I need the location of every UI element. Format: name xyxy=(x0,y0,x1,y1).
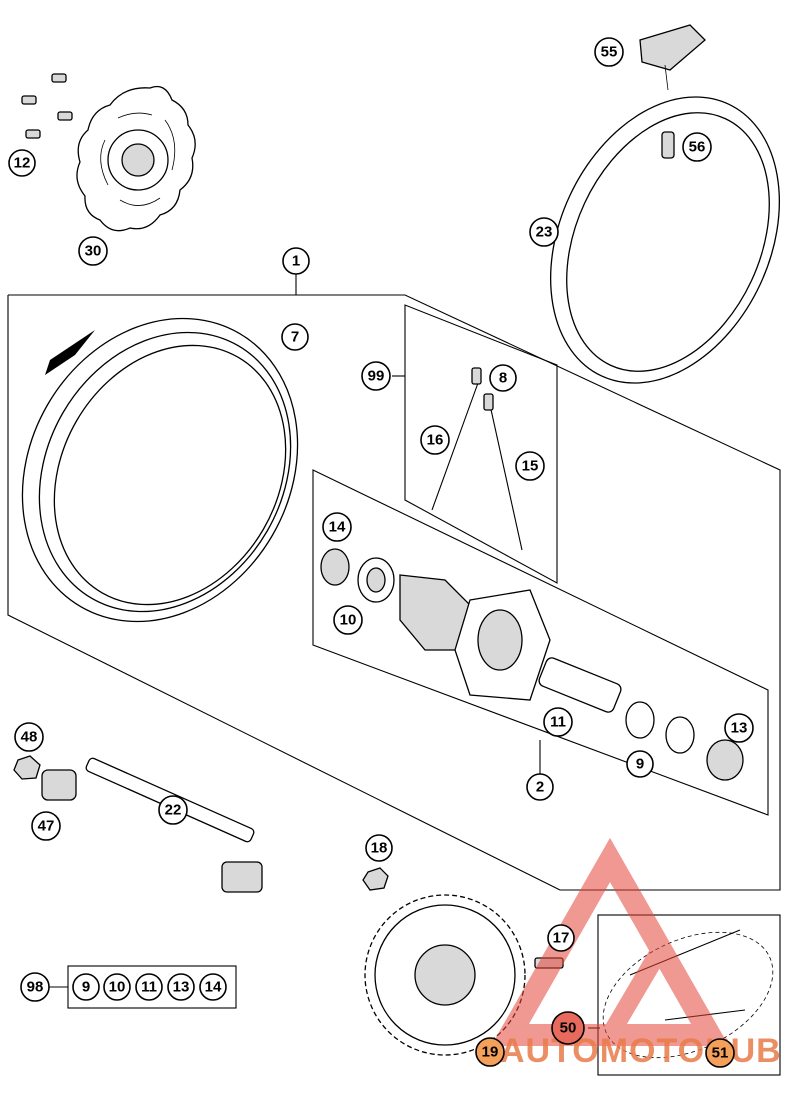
callout-7: 7 xyxy=(281,323,309,351)
svg-text:23: 23 xyxy=(536,224,553,241)
svg-text:48: 48 xyxy=(21,729,38,746)
rotation-arrow-icon xyxy=(45,330,95,375)
callout-1: 1 xyxy=(282,247,310,275)
spoke-kit-frame xyxy=(404,304,558,584)
svg-text:22: 22 xyxy=(165,802,182,819)
disc-bolts xyxy=(21,73,73,139)
callout-15: 15 xyxy=(515,451,545,481)
kit-item-14: 14 xyxy=(199,973,227,1001)
svg-text:2: 2 xyxy=(536,779,544,796)
svg-text:11: 11 xyxy=(550,714,566,731)
callout-2: 2 xyxy=(526,773,554,801)
assembly-frame-1 xyxy=(7,273,781,891)
svg-text:55: 55 xyxy=(601,44,618,61)
kit-item-10: 10 xyxy=(103,973,131,1001)
svg-text:51: 51 xyxy=(712,1045,729,1062)
svg-text:47: 47 xyxy=(38,818,55,835)
rear-sprocket xyxy=(364,894,526,1056)
callout-48: 48 xyxy=(14,722,44,752)
svg-text:16: 16 xyxy=(427,432,444,449)
callout-16: 16 xyxy=(420,425,450,455)
svg-text:14: 14 xyxy=(329,519,346,536)
sprocket-nut xyxy=(362,867,389,891)
kit-item-9: 9 xyxy=(72,973,100,1001)
callout-13: 13 xyxy=(724,713,754,743)
brake-disc xyxy=(76,85,196,232)
svg-text:56: 56 xyxy=(689,139,706,156)
svg-text:12: 12 xyxy=(14,155,31,172)
callout-11: 11 xyxy=(543,707,573,737)
svg-text:50: 50 xyxy=(560,1020,577,1037)
chain-adjuster xyxy=(41,769,77,801)
callout-55: 55 xyxy=(594,37,624,67)
callout-51: 51 xyxy=(705,1038,735,1068)
callout-19: 19 xyxy=(475,1037,505,1067)
callout-99: 99 xyxy=(361,361,391,391)
svg-text:8: 8 xyxy=(499,370,507,387)
callout-23: 23 xyxy=(529,217,559,247)
callout-12: 12 xyxy=(8,149,36,177)
svg-text:14: 14 xyxy=(205,979,222,996)
callout-47: 47 xyxy=(31,811,61,841)
watermark-logo xyxy=(491,837,729,1046)
chain-frame xyxy=(597,914,781,1076)
svg-text:13: 13 xyxy=(731,720,748,737)
svg-text:30: 30 xyxy=(85,243,102,260)
hub xyxy=(320,548,744,781)
svg-text:10: 10 xyxy=(109,979,126,996)
callout-17: 17 xyxy=(547,924,575,952)
svg-text:19: 19 xyxy=(482,1044,499,1061)
svg-text:11: 11 xyxy=(141,979,157,996)
kit-box xyxy=(67,965,237,1009)
svg-text:1: 1 xyxy=(292,253,300,270)
callout-56: 56 xyxy=(682,132,712,162)
callout-8: 8 xyxy=(489,364,517,392)
svg-text:18: 18 xyxy=(371,840,388,857)
svg-text:9: 9 xyxy=(636,756,644,773)
callout-10: 10 xyxy=(333,605,363,635)
watermark-text: AUTOMOTOHUB xyxy=(500,1032,782,1070)
callout-14: 14 xyxy=(322,512,352,542)
callout-22: 22 xyxy=(158,795,188,825)
valve-insert xyxy=(639,24,706,91)
svg-text:13: 13 xyxy=(173,979,190,996)
svg-text:17: 17 xyxy=(553,930,570,947)
callout-18: 18 xyxy=(365,834,393,862)
svg-text:9: 9 xyxy=(82,979,90,996)
svg-text:10: 10 xyxy=(340,612,357,629)
callout-30: 30 xyxy=(78,236,108,266)
kit-item-11: 11 xyxy=(135,973,163,1001)
spokes xyxy=(431,367,523,551)
svg-text:7: 7 xyxy=(291,329,299,346)
svg-text:99: 99 xyxy=(368,368,385,385)
callout-98: 98 xyxy=(20,972,50,1002)
svg-text:98: 98 xyxy=(27,979,44,996)
axle-nut xyxy=(13,755,41,780)
svg-text:15: 15 xyxy=(522,458,539,475)
kit-item-13: 13 xyxy=(167,973,195,1001)
rim xyxy=(21,317,299,623)
tire xyxy=(550,96,780,384)
callout-50: 50 xyxy=(551,1011,585,1045)
hub-frame xyxy=(312,469,769,816)
callout-9: 9 xyxy=(626,750,654,778)
